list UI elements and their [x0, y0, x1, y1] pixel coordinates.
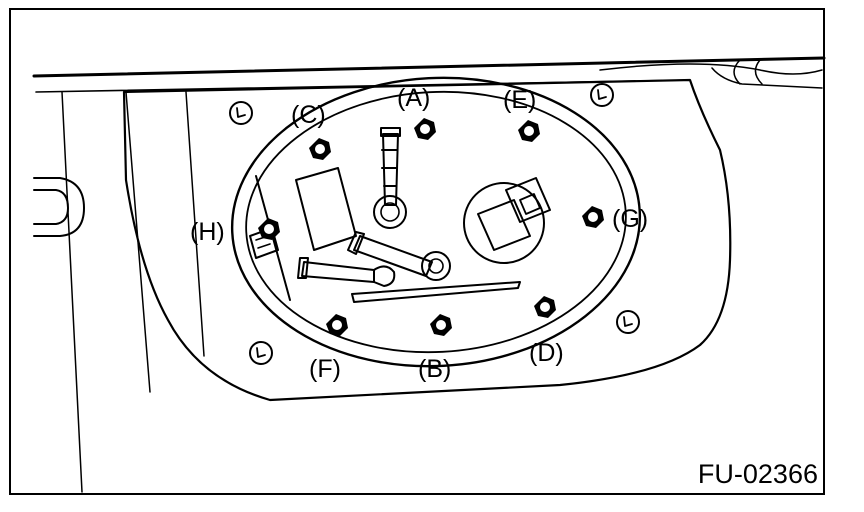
callout-a: (A)	[397, 84, 430, 112]
body-clip	[249, 341, 273, 365]
nut-d	[534, 296, 556, 318]
body-clip	[229, 101, 253, 125]
nut-a	[414, 118, 436, 140]
service-panel-plate	[122, 78, 732, 402]
callout-b: (B)	[418, 355, 451, 383]
callout-c: (C)	[291, 101, 326, 129]
callout-e: (E)	[503, 86, 536, 114]
body-clip	[616, 310, 640, 334]
nut-b	[430, 314, 452, 336]
nut-f	[326, 314, 348, 336]
nut-g	[582, 206, 604, 228]
callout-h: (H)	[190, 218, 225, 246]
panel-gasket-inner	[245, 90, 627, 354]
nut-h	[258, 218, 280, 240]
nut-e	[518, 120, 540, 142]
callout-g: (G)	[612, 205, 648, 233]
nut-c	[309, 138, 331, 160]
body-clip	[590, 83, 614, 107]
callout-d: (D)	[529, 339, 564, 367]
callout-f: (F)	[309, 355, 341, 383]
panel-gasket-outer	[230, 76, 642, 368]
diagram-border	[9, 8, 825, 495]
fuel-pump-components	[249, 127, 551, 303]
figure-id: FU-02366	[698, 459, 818, 489]
floor-panel	[32, 56, 826, 493]
